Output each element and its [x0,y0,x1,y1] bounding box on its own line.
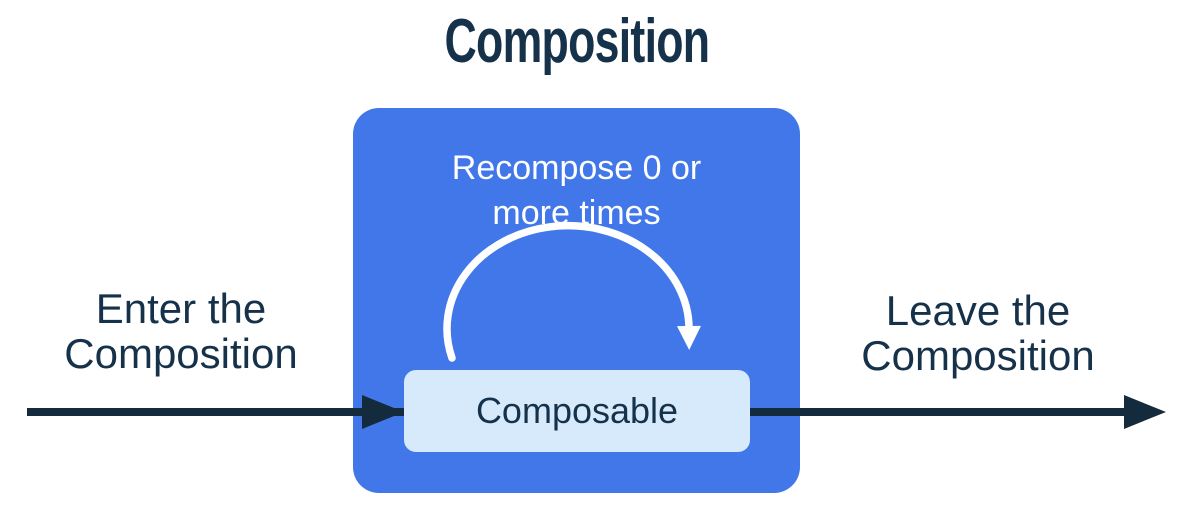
composable-box: Composable [404,370,750,452]
diagram-title: Composition [353,10,800,74]
leave-label: Leave the Composition [828,288,1128,378]
recompose-label-line1: Recompose 0 or [451,149,702,187]
enter-label: Enter the Composition [31,286,331,376]
enter-label-line2: Composition [64,330,298,377]
recompose-label-line2: more times [492,194,661,232]
leave-arrowhead-icon [1124,395,1166,429]
composable-label: Composable [475,390,679,431]
leave-label-line1: Leave the [885,287,1071,334]
recompose-label: Recompose 0 or more times [353,146,800,236]
diagram-title-text: Composition [444,7,710,76]
enter-label-line1: Enter the [95,285,267,332]
leave-label-line2: Composition [861,332,1095,379]
